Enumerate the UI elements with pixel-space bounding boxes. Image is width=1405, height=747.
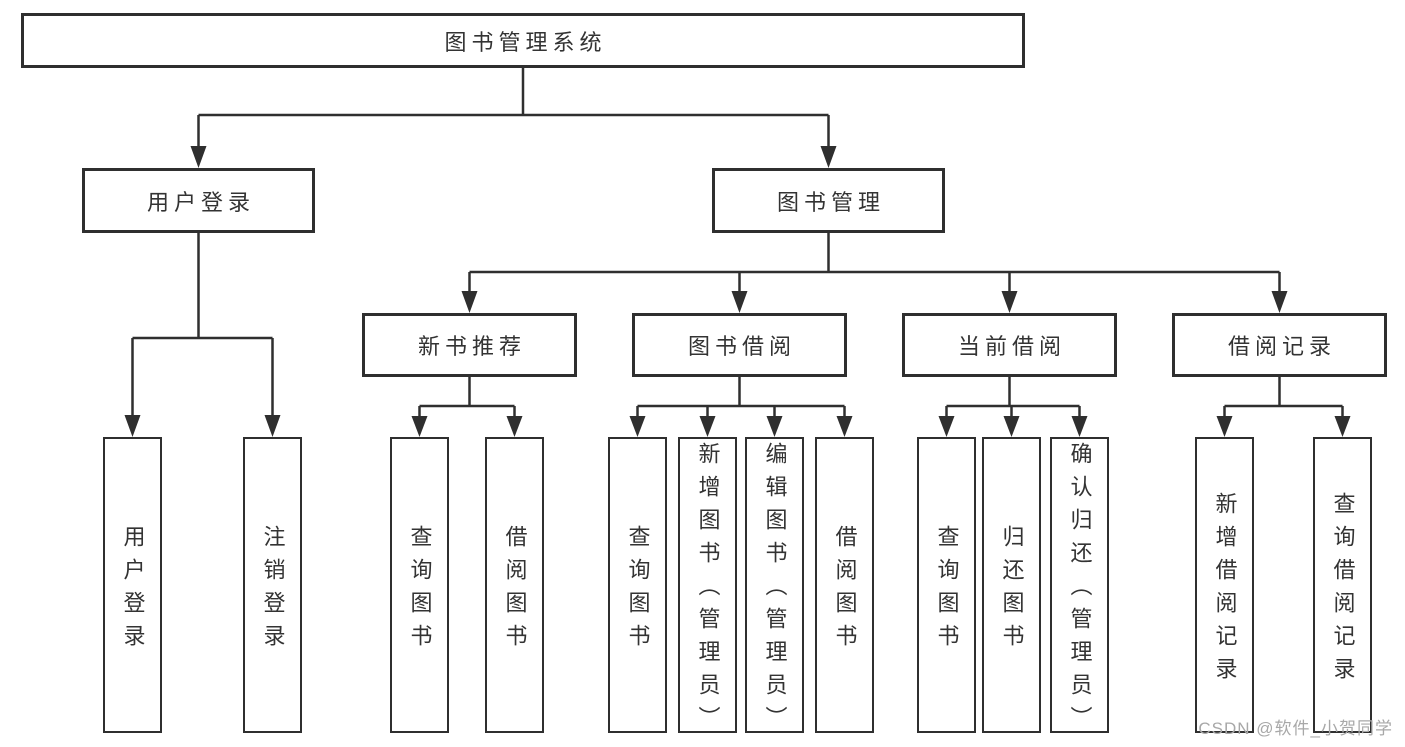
node-current-borrow: 当前借阅 (902, 313, 1117, 377)
leaf-borrow-books: 借阅图书 (815, 437, 874, 733)
node-label: 当前借阅 (957, 334, 1066, 359)
node-label: 借阅图书 (502, 524, 528, 657)
node-borrow-records: 借阅记录 (1172, 313, 1387, 377)
node-label: 新增借阅记录 (1212, 491, 1238, 690)
node-label: 编辑图书（管理员） (762, 442, 788, 739)
node-book-management: 图书管理 (712, 168, 945, 233)
node-book-borrow: 图书借阅 (632, 313, 847, 377)
leaf-return-books: 归还图书 (982, 437, 1041, 733)
leaf-borrow-books-recommend: 借阅图书 (485, 437, 544, 733)
node-root-library-system: 图书管理系统 (21, 13, 1025, 68)
leaf-user-login: 用户登录 (103, 437, 162, 733)
node-label: 注销登录 (260, 524, 286, 657)
node-user-login: 用户登录 (82, 168, 315, 233)
connector-new-book-recommend-to-leaves (411, 377, 523, 437)
connector-book-borrow-to-leaves (629, 377, 853, 437)
connector-root-to-level2 (190, 68, 837, 168)
leaf-add-borrow-record: 新增借阅记录 (1195, 437, 1254, 733)
leaf-logout-login: 注销登录 (243, 437, 302, 733)
node-label: 查询图书 (625, 524, 651, 657)
connector-user-login-to-leaves (124, 233, 281, 437)
node-label: 新增图书（管理员） (695, 442, 721, 739)
connector-current-borrow-to-leaves (938, 377, 1088, 437)
node-label: 新书推荐 (417, 334, 526, 359)
leaf-edit-book-admin: 编辑图书（管理员） (745, 437, 804, 739)
node-label: 查询图书 (934, 524, 960, 657)
leaf-confirm-return-admin: 确认归还（管理员） (1050, 437, 1109, 739)
node-label: 确认归还（管理员） (1067, 442, 1093, 739)
node-new-book-recommend: 新书推荐 (362, 313, 577, 377)
leaf-query-books-current: 查询图书 (917, 437, 976, 733)
node-label: 用户登录 (146, 189, 255, 215)
node-label: 图书管理 (776, 189, 885, 215)
node-label: 借阅图书 (832, 524, 858, 657)
node-label: 查询借阅记录 (1330, 491, 1356, 690)
leaf-query-books-borrow: 查询图书 (608, 437, 667, 733)
csdn-watermark: CSDN @软件_小贺同学 (1198, 719, 1393, 738)
node-label: 归还图书 (999, 524, 1025, 657)
node-label: 查询图书 (407, 524, 433, 657)
node-label: 借阅记录 (1227, 334, 1336, 359)
node-label: 图书管理系统 (444, 29, 607, 55)
node-label: 用户登录 (120, 524, 146, 657)
connector-book-management-to-level3 (461, 233, 1288, 313)
connector-borrow-records-to-leaves (1216, 377, 1351, 437)
leaf-add-book-admin: 新增图书（管理员） (678, 437, 737, 739)
leaf-query-borrow-record: 查询借阅记录 (1313, 437, 1372, 733)
leaf-query-books-recommend: 查询图书 (390, 437, 449, 733)
node-label: 图书借阅 (687, 334, 796, 359)
